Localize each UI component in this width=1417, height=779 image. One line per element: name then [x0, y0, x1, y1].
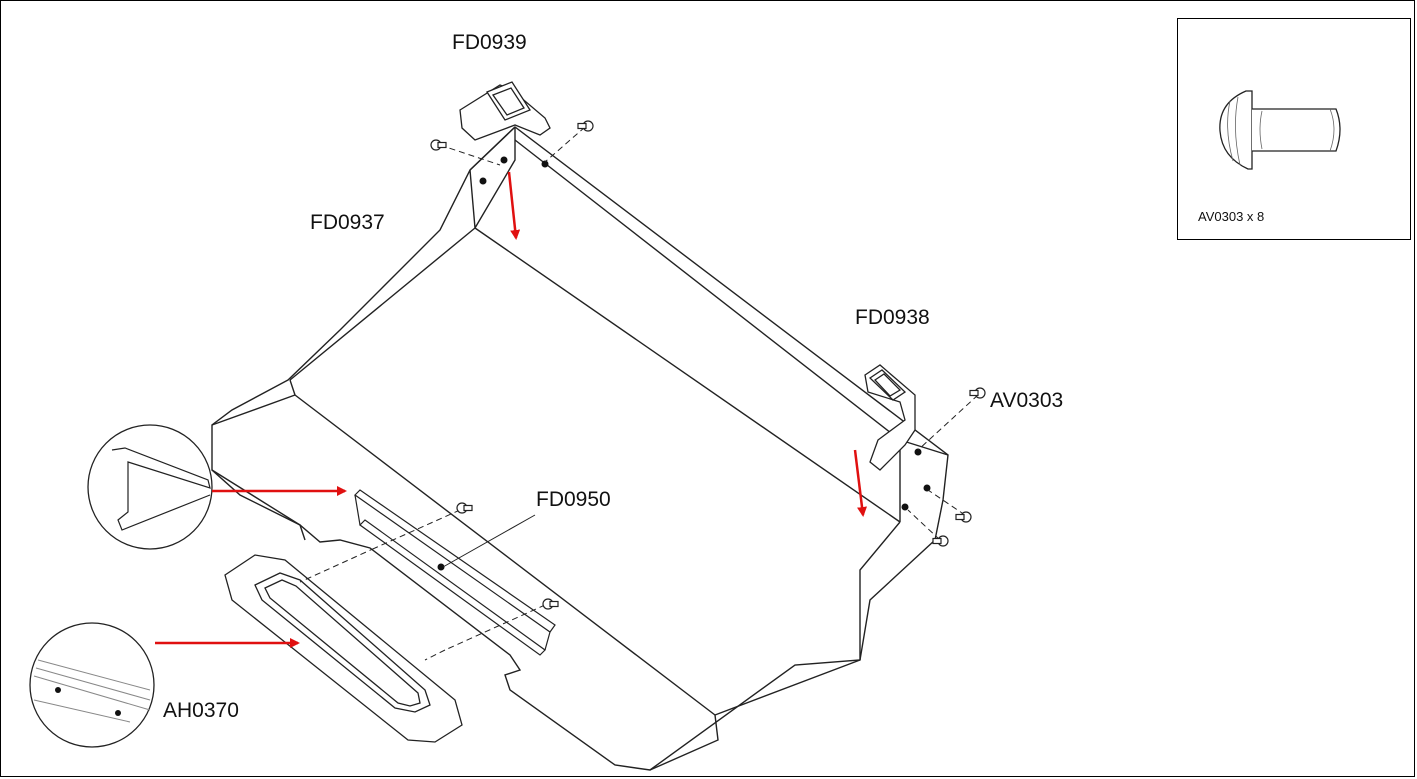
rivet-detail-icon: [1219, 90, 1341, 170]
label-fd0950: FD0950: [536, 488, 611, 511]
tray-fd0937: [211, 126, 949, 771]
arrow-right: [853, 449, 867, 517]
inset-caption: AV0303 x 8: [1198, 209, 1265, 224]
bracket-fd0939: [459, 81, 551, 141]
rivet-icons: [430, 120, 986, 610]
leader-lines: [442, 514, 536, 568]
bracket-fd0938: [864, 364, 916, 471]
label-av0303: AV0303: [990, 389, 1064, 412]
label-fd0938: FD0938: [855, 306, 930, 329]
detail-circle-handle: [29, 622, 155, 748]
red-arrows: [155, 171, 867, 648]
arrow-top: [507, 171, 521, 240]
rail-fd0950: [354, 489, 556, 656]
assembly-dashes: [299, 126, 979, 661]
label-ah0370: AH0370: [163, 699, 239, 722]
label-fd0939: FD0939: [452, 31, 527, 54]
detail-circle-rail: [87, 424, 213, 550]
rivet-inset: AV0303 x 8: [1177, 18, 1411, 240]
label-fd0937: FD0937: [310, 211, 385, 234]
handle-ah0370: [224, 554, 463, 743]
mounting-holes: [437, 156, 931, 571]
